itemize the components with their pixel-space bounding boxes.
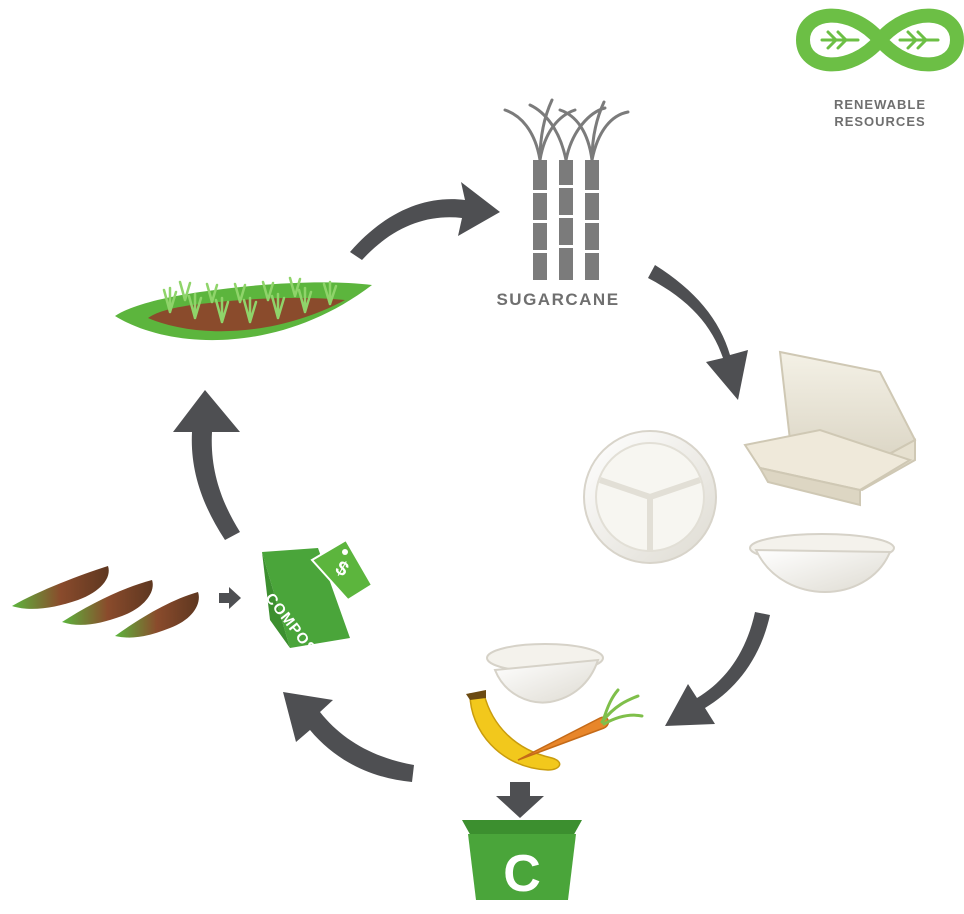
sugarcane-field-icon — [115, 276, 372, 341]
arrow-field-to-sugarcane — [350, 182, 500, 260]
bowl-icon — [749, 533, 895, 594]
carrot-icon — [517, 688, 644, 761]
arrow-products-to-waste — [665, 612, 770, 726]
arrow-waste-to-bin — [496, 782, 544, 818]
infinity-leaf-icon — [795, 8, 964, 72]
arrow-compost-to-field — [173, 390, 240, 540]
price-tag-icon — [310, 538, 374, 602]
cycle-arrows — [173, 182, 770, 818]
arrow-scraps-to-bag — [219, 587, 241, 609]
used-bowl-icon — [486, 643, 604, 704]
food-scraps-icon — [12, 566, 199, 638]
arrow-bin-to-compost — [283, 692, 414, 782]
banana-icon — [466, 690, 561, 771]
renewable-resources-label: RENEWABLE RESOURCES — [810, 96, 950, 130]
compartment-plate-icon — [583, 430, 717, 564]
renewable-label-line1: RENEWABLE — [833, 97, 927, 112]
sugarcane-icon — [503, 98, 630, 280]
renewable-label-line2: RESOURCES — [834, 114, 926, 129]
compost-bin-icon — [462, 820, 582, 900]
compost-bin-letter: C — [503, 845, 541, 903]
sugarcane-label: SUGARCANE — [496, 290, 620, 309]
arrow-sugarcane-to-products — [648, 265, 748, 400]
compost-bag-icon — [262, 538, 374, 648]
clamshell-box-icon — [743, 350, 917, 507]
